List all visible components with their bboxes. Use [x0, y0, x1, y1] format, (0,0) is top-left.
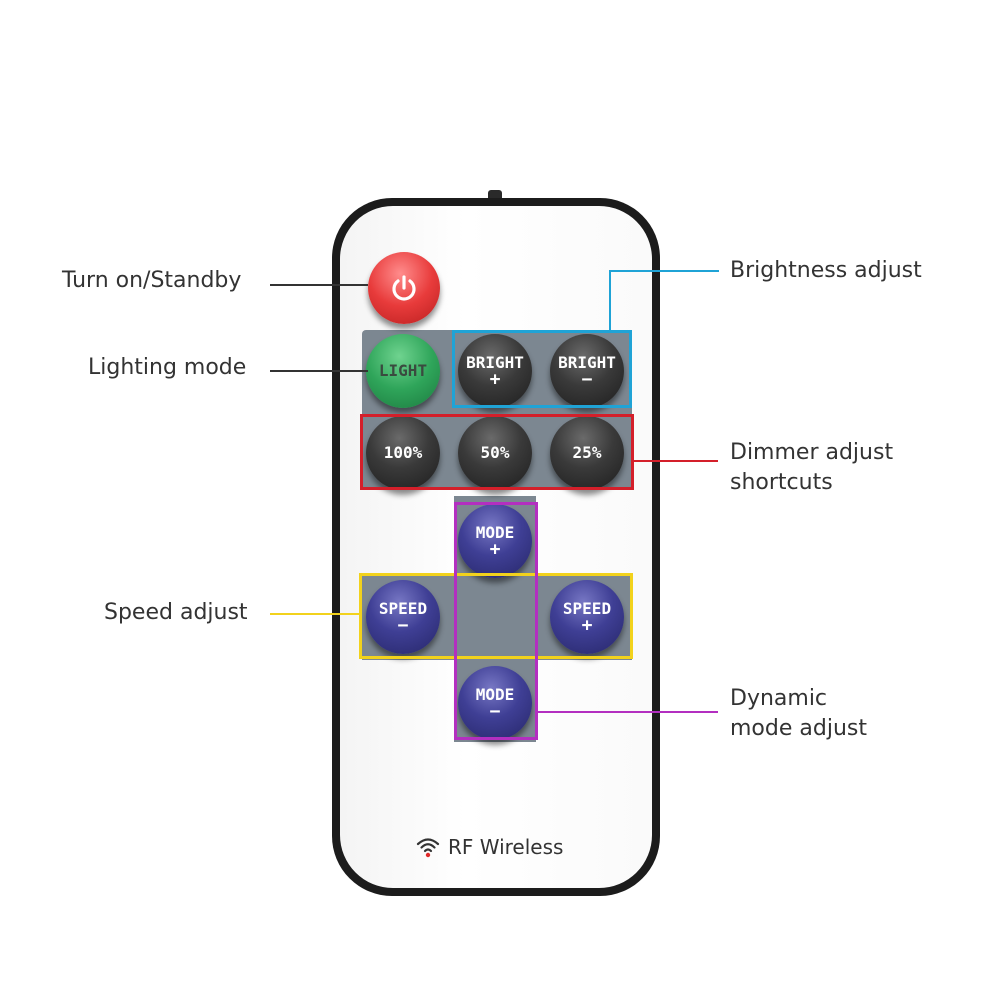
dimmer-frame: [360, 414, 634, 490]
power-icon: [392, 275, 416, 301]
dim-100-button[interactable]: 100%: [366, 416, 440, 490]
dimmer-callout-line1: Dimmer adjust: [730, 440, 894, 465]
power-button[interactable]: [368, 252, 440, 324]
lighting-callout: Lighting mode: [88, 355, 247, 380]
speed-frame: [359, 573, 633, 659]
power-leader-line: [270, 284, 368, 286]
mode-plus-label: MODE: [475, 523, 515, 542]
brightness-leader-vertical: [609, 270, 611, 332]
speed-minus-sign: −: [397, 615, 409, 636]
dynamic-callout-line1: Dynamic: [730, 686, 828, 711]
dynamic-callout-line2: mode adjust: [730, 716, 867, 741]
rf-wireless-text: RF Wireless: [448, 835, 564, 859]
mode-plus-sign: +: [489, 539, 501, 560]
mode-minus-sign: −: [489, 701, 501, 722]
remote-antenna-nub: [488, 190, 502, 200]
bright-minus-label: BRIGHT: [558, 353, 616, 372]
light-button[interactable]: LIGHT: [366, 334, 440, 408]
bright-plus-sign: +: [489, 369, 501, 390]
speed-leader-line: [270, 613, 360, 615]
speed-plus-button[interactable]: SPEED +: [550, 580, 624, 654]
bright-plus-button[interactable]: BRIGHT +: [458, 334, 532, 408]
dim-50-label: 50%: [480, 443, 510, 462]
power-callout: Turn on/Standby: [62, 268, 242, 293]
dim-50-button[interactable]: 50%: [458, 416, 532, 490]
dimmer-leader-line: [632, 460, 718, 462]
bright-minus-sign: −: [581, 369, 593, 390]
speed-callout: Speed adjust: [104, 600, 248, 625]
brightness-callout: Brightness adjust: [730, 258, 922, 283]
dim-25-label: 25%: [572, 443, 602, 462]
dimmer-callout-line2: shortcuts: [730, 470, 833, 495]
remote-control: [332, 198, 660, 896]
speed-plus-sign: +: [581, 615, 593, 636]
dim-25-button[interactable]: 25%: [550, 416, 624, 490]
brightness-frame: [452, 330, 632, 408]
mode-plus-button[interactable]: MODE +: [458, 504, 532, 578]
mode-minus-button[interactable]: MODE −: [458, 666, 532, 740]
light-button-label: LIGHT: [378, 361, 428, 380]
bright-minus-button[interactable]: BRIGHT −: [550, 334, 624, 408]
speed-plus-label: SPEED: [562, 599, 612, 618]
wifi-icon: [416, 838, 440, 858]
dynamic-leader-line: [536, 711, 718, 713]
brightness-leader-horizontal: [609, 270, 719, 272]
dim-100-label: 100%: [383, 443, 423, 462]
lighting-leader-line: [270, 370, 368, 372]
mode-minus-label: MODE: [475, 685, 515, 704]
dynamic-frame: [454, 502, 538, 740]
bright-plus-label: BRIGHT: [466, 353, 524, 372]
speed-minus-label: SPEED: [378, 599, 428, 618]
speed-minus-button[interactable]: SPEED −: [366, 580, 440, 654]
rf-wireless-label: RF Wireless: [416, 832, 586, 862]
